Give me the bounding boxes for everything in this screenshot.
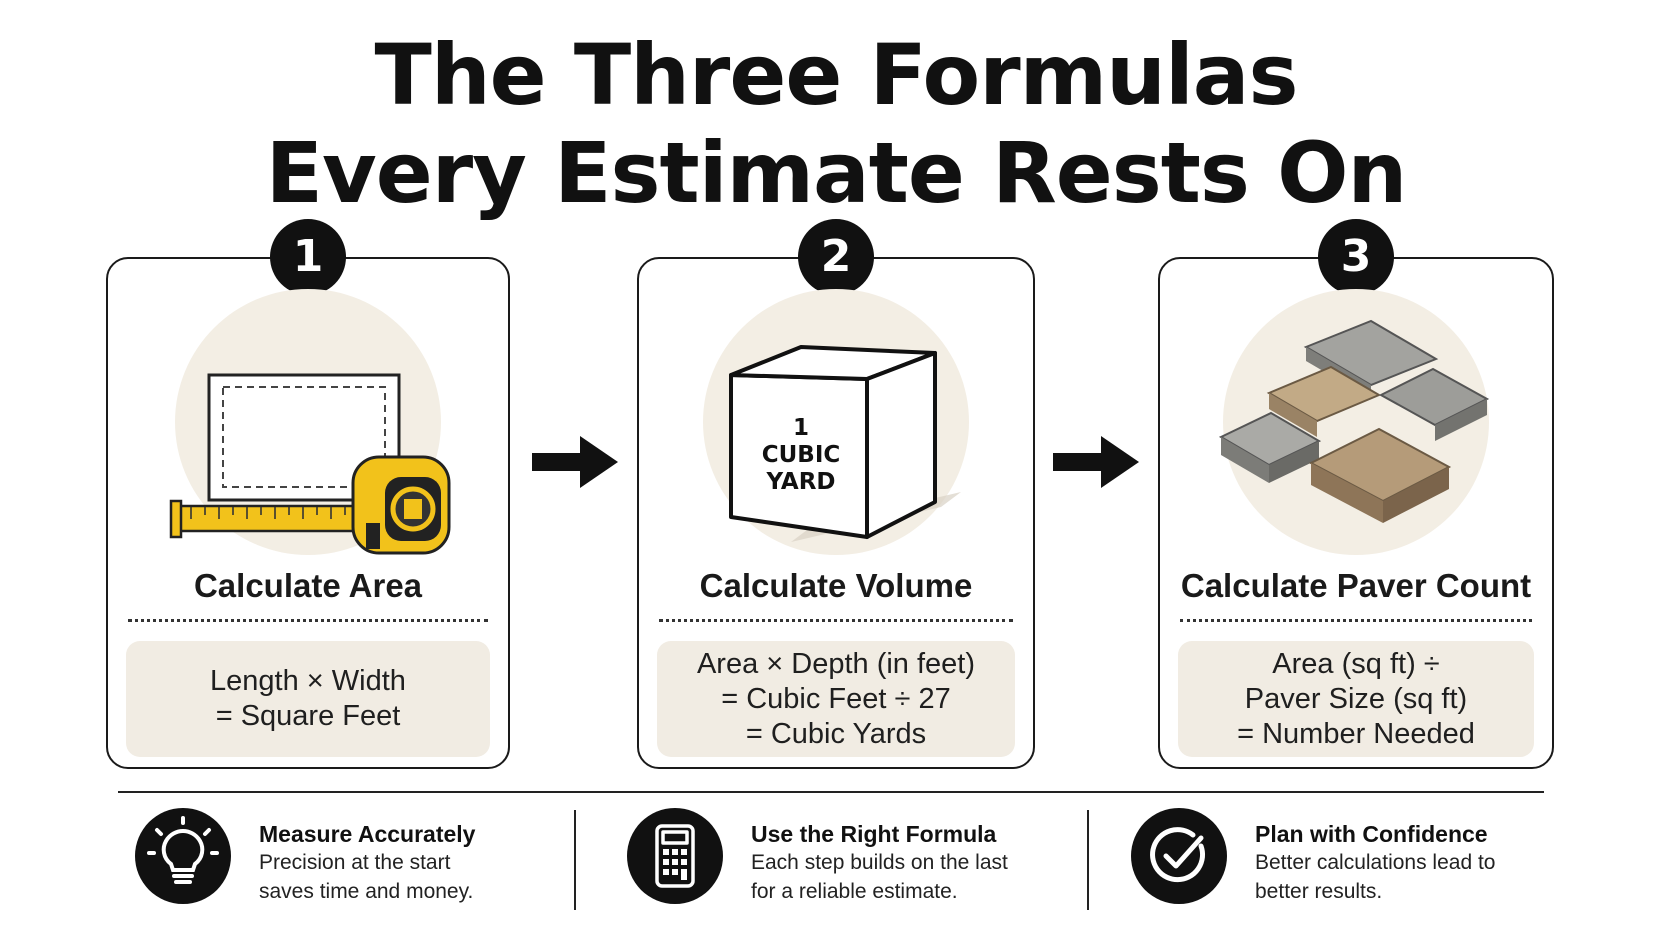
formula-line: = Cubic Feet ÷ 27 bbox=[721, 682, 951, 715]
step-title: Calculate Area bbox=[193, 567, 423, 604]
tip-body: Each step builds on the last for a relia… bbox=[751, 851, 1008, 903]
step-title: Calculate Paver Count bbox=[1180, 567, 1532, 604]
tip-body: Better calculations lead to better resul… bbox=[1255, 851, 1496, 903]
step-card-paver-count: 3 Calculate Paver Count Area (sq ft) ÷ P… bbox=[1158, 219, 1554, 769]
step-title: Calculate Volume bbox=[699, 567, 973, 604]
arrow-right-icon bbox=[1053, 436, 1139, 488]
dotted-divider bbox=[659, 619, 1013, 622]
footer-divider bbox=[118, 791, 1544, 793]
paver-stones-icon bbox=[1211, 287, 1501, 557]
checkmark-icon bbox=[1131, 808, 1227, 904]
dotted-divider bbox=[1180, 619, 1532, 622]
formula-line: = Square Feet bbox=[215, 700, 401, 732]
cube-label: 1 CUBIC YARD bbox=[761, 415, 841, 495]
page-title: The Three Formulas Every Estimate Rests … bbox=[0, 26, 1672, 222]
formula-line: Paver Size (sq ft) bbox=[1244, 682, 1468, 715]
step-card-area: 1 Calculate Area Length × bbox=[106, 219, 510, 769]
step-number-badge: 3 bbox=[1318, 219, 1394, 295]
step-number-badge: 1 bbox=[270, 219, 346, 295]
step-card-volume: 2 1 CUBIC YARD Calculate Volume Area × D… bbox=[637, 219, 1035, 769]
formula-line: = Number Needed bbox=[1237, 717, 1475, 750]
title-line-1: The Three Formulas bbox=[374, 26, 1299, 124]
tip-plan-confidence: Plan with Confidence Better calculations… bbox=[1131, 808, 1551, 908]
formula-box: Area (sq ft) ÷ Paver Size (sq ft) = Numb… bbox=[1178, 641, 1534, 757]
lightbulb-icon bbox=[135, 808, 231, 904]
formula-box: Area × Depth (in feet) = Cubic Feet ÷ 27… bbox=[657, 641, 1015, 757]
tape-measure-icon bbox=[163, 287, 453, 557]
tip-body: Precision at the start saves time and mo… bbox=[259, 851, 474, 903]
formula-line: Area × Depth (in feet) bbox=[696, 647, 976, 680]
cube-icon: 1 CUBIC YARD bbox=[691, 287, 981, 557]
tip-measure-accurately: Measure Accurately Precision at the star… bbox=[135, 808, 555, 908]
formula-box: Length × Width = Square Feet bbox=[126, 641, 490, 757]
tip-separator bbox=[574, 810, 576, 910]
title-line-2: Every Estimate Rests On bbox=[265, 124, 1408, 222]
formula-line: Length × Width bbox=[210, 665, 406, 697]
formula-line: = Cubic Yards bbox=[745, 717, 927, 750]
formula-line: Area (sq ft) ÷ bbox=[1272, 647, 1440, 680]
tip-heading: Measure Accurately bbox=[259, 821, 476, 847]
arrow-right-icon bbox=[532, 436, 618, 488]
calculator-icon bbox=[627, 808, 723, 904]
tip-heading: Use the Right Formula bbox=[751, 821, 997, 847]
tip-separator bbox=[1087, 810, 1089, 910]
tip-right-formula: Use the Right Formula Each step builds o… bbox=[627, 808, 1047, 908]
step-number-badge: 2 bbox=[798, 219, 874, 295]
dotted-divider bbox=[128, 619, 488, 622]
tip-heading: Plan with Confidence bbox=[1255, 821, 1488, 847]
